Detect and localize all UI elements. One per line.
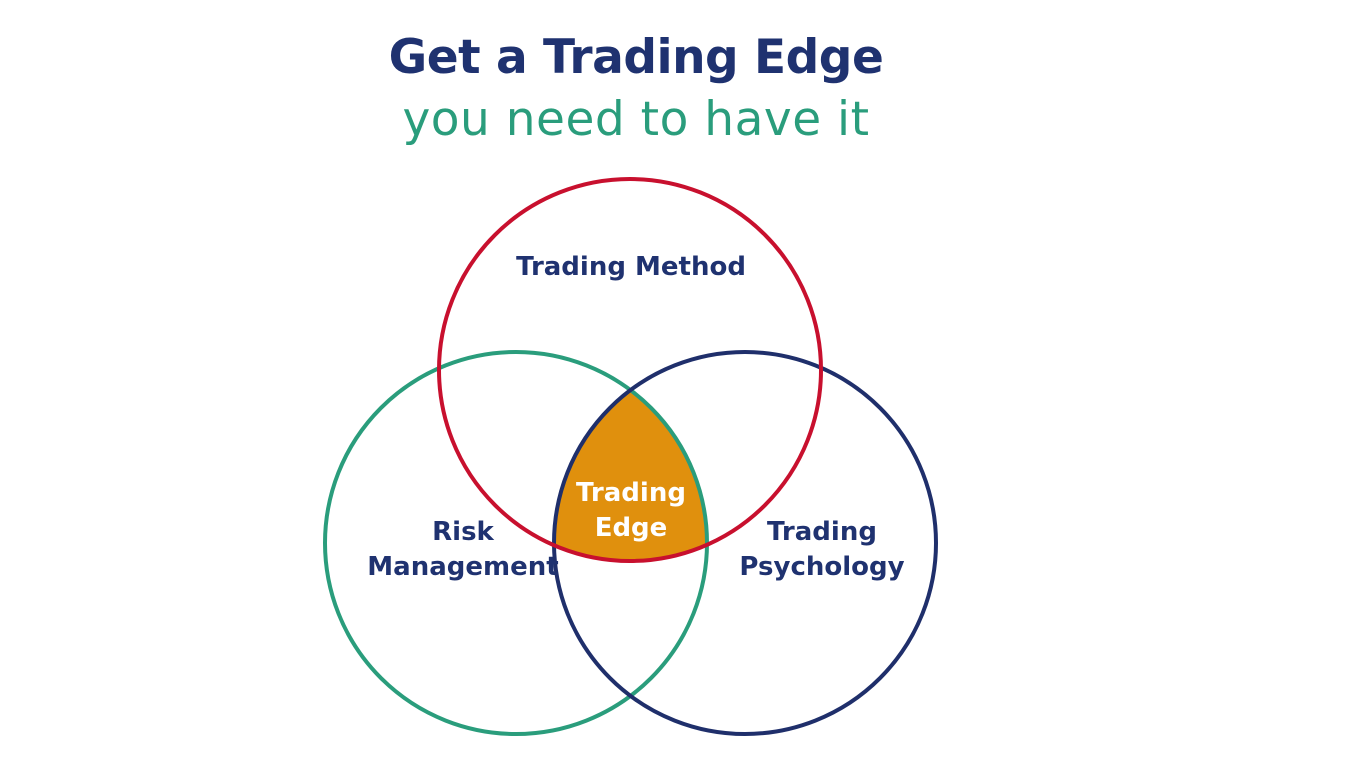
- trading-edge-label-line2: Edge: [595, 513, 668, 543]
- trading-edge-label-line1: Trading: [576, 478, 686, 508]
- trading-psychology-circle: [552, 350, 938, 736]
- risk-management-label-line1: Risk: [432, 517, 494, 547]
- page-subtitle: you need to have it: [402, 92, 870, 147]
- trading-method-circle: [437, 177, 823, 563]
- risk-management-label-line2: Management: [367, 552, 558, 582]
- trading-method-label: Trading Method: [516, 252, 746, 282]
- trading-psychology-label-line2: Psychology: [739, 552, 904, 582]
- page-title: Get a Trading Edge: [388, 30, 884, 85]
- trading-psychology-label-line1: Trading: [767, 517, 877, 547]
